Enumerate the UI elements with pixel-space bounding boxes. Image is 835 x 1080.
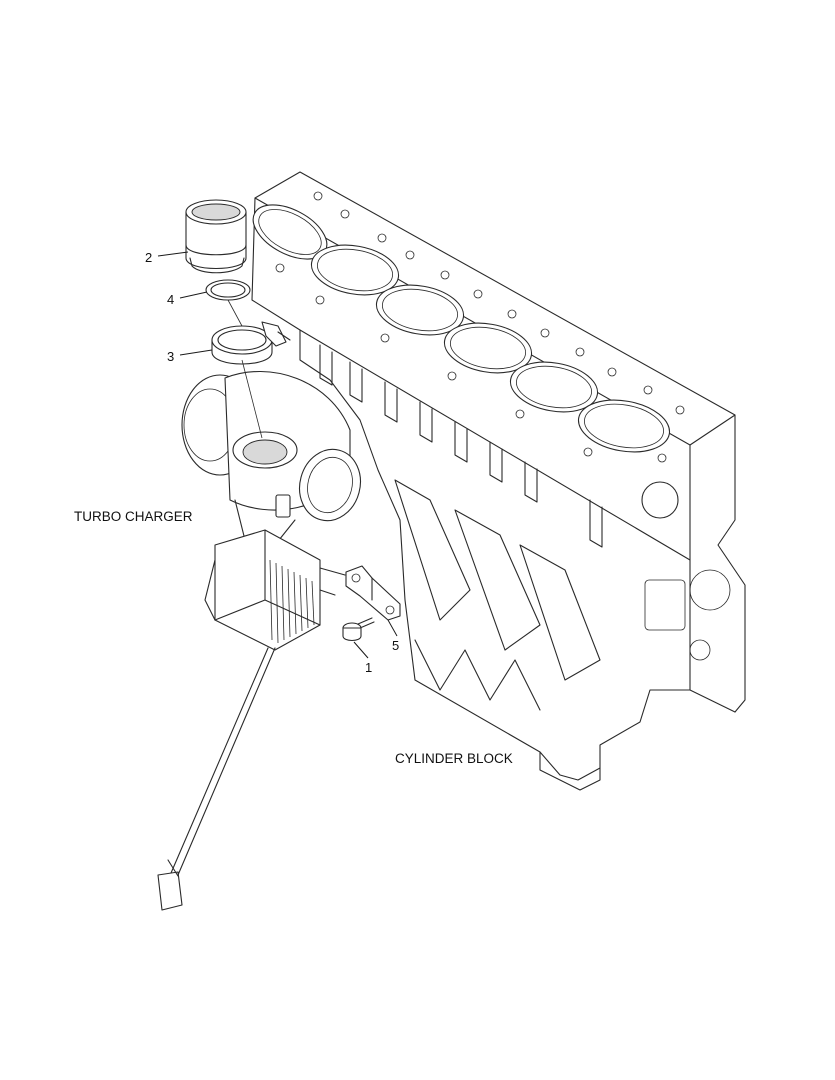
callout-5: 5 <box>392 638 399 653</box>
part-3-clamp <box>211 321 291 365</box>
part-2-elbow <box>185 199 247 274</box>
cylinder-block-label: CYLINDER BLOCK <box>395 751 513 766</box>
callout-1: 1 <box>365 660 372 675</box>
part-4-o-ring <box>205 279 251 301</box>
deck-bolt-holes <box>275 191 685 463</box>
block-ribs <box>319 344 603 711</box>
actuator-fins <box>269 559 315 644</box>
turbo-charger-label: TURBO CHARGER <box>74 509 193 524</box>
callout-2: 2 <box>145 250 152 265</box>
leader-lines <box>157 251 398 659</box>
cable-connector <box>157 871 183 911</box>
part-5-bracket <box>345 565 401 621</box>
turbo-charger <box>157 370 361 911</box>
callout-4: 4 <box>167 292 174 307</box>
cylinder-bores <box>252 204 671 453</box>
callout-3: 3 <box>167 349 174 364</box>
part-1-bolt <box>342 617 375 642</box>
front-bore <box>641 481 679 519</box>
cylinder-block <box>251 171 746 791</box>
